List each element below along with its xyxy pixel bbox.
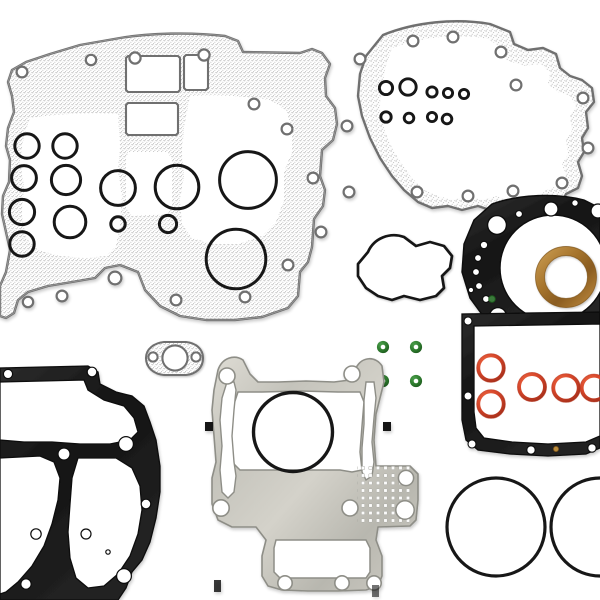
part-crankcase-cover-gasket-left	[0, 32, 339, 322]
exhaust-flange-gasket-hole-left	[147, 351, 159, 363]
base-gasket-mark-left	[205, 422, 213, 431]
water-pump-gasket-body	[356, 233, 454, 302]
part-exhaust-flange-gasket	[144, 340, 205, 377]
base-gasket-void-left-rail	[219, 381, 237, 499]
cam-tunnel-gasket-void	[473, 323, 600, 445]
exhaust-flange-gasket-bore	[161, 344, 189, 372]
stator-gasket-void	[380, 36, 576, 200]
part-base-gasket-oring	[251, 390, 335, 474]
base-gasket-void-main	[229, 390, 365, 473]
cam-tunnel-gasket-bolt-holes	[463, 316, 597, 455]
valve-cover-gasket-void-right	[67, 457, 143, 589]
part-valve-cover-gasket	[0, 365, 161, 600]
base-gasket-mark-bottom-left	[214, 580, 221, 592]
base-gasket-mark-bottom-right	[372, 585, 379, 597]
part-water-pump-gasket	[356, 233, 454, 302]
part-black-orings-large	[445, 476, 600, 578]
crankcase-gasket-bolt-holes	[15, 48, 328, 309]
base-gasket-bolt-holes	[212, 365, 382, 591]
base-gasket-void-lower	[273, 539, 371, 579]
large-oring-1	[445, 476, 547, 578]
part-copper-exhaust-ring	[535, 246, 597, 308]
cam-tunnel-gasket-grommet	[553, 446, 559, 452]
part-stator-cover-gasket-right	[340, 20, 596, 212]
part-cylinder-base-gasket	[205, 356, 419, 597]
crankcase-gasket-edge-highlight	[0, 33, 338, 321]
exhaust-flange-gasket-hole-right	[190, 351, 202, 363]
stator-gasket-bolt-holes	[340, 30, 595, 203]
large-oring-2	[549, 476, 600, 578]
base-gasket-mark-right	[383, 422, 391, 431]
valve-cover-gasket-void-upper	[0, 379, 139, 445]
part-black-orings-small	[7, 132, 278, 291]
base-gasket-pad-holes	[395, 469, 415, 520]
part-red-orings	[476, 353, 600, 419]
valve-cover-gasket-void-left	[0, 455, 61, 595]
head-gasket-locator-grommet	[488, 295, 496, 303]
part-cam-chain-tunnel-gasket	[461, 311, 600, 457]
part-stator-orings	[377, 77, 471, 126]
valve-cover-gasket-bolt-holes	[2, 366, 152, 590]
head-gasket-bore	[499, 214, 600, 322]
crankcase-gasket-cutouts	[20, 53, 292, 258]
